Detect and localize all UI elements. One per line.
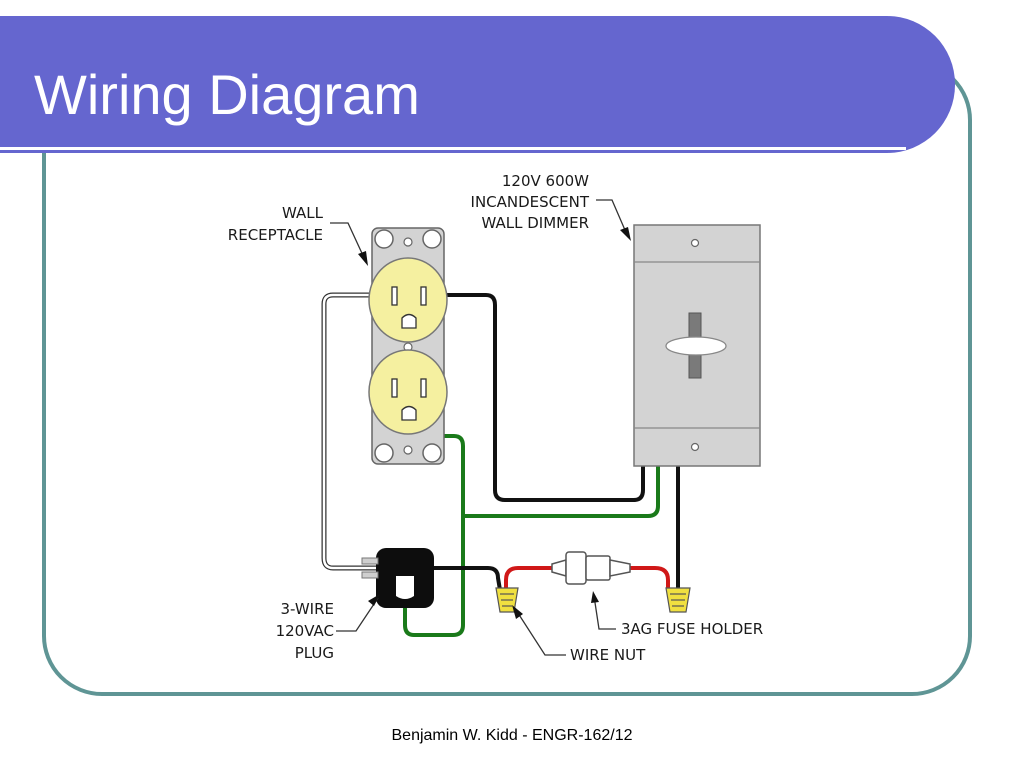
hot-wire xyxy=(432,293,680,591)
label-dimmer-line1: 120V 600W xyxy=(502,172,589,190)
wire-nut-right xyxy=(665,587,691,613)
slide-title: Wiring Diagram xyxy=(34,63,420,126)
fuse-holder xyxy=(551,551,631,585)
label-plug-line1: 3-WIRE xyxy=(280,600,334,618)
three-wire-plug xyxy=(361,548,434,608)
label-wall-receptacle-line2: RECEPTACLE xyxy=(228,226,323,244)
label-wall-receptacle-line1: WALL xyxy=(282,204,324,222)
callout-arrowheads xyxy=(358,227,631,619)
fused-wire xyxy=(504,566,670,590)
title-bar: Wiring Diagram xyxy=(0,16,955,153)
neutral-wire xyxy=(321,292,378,571)
label-wire-nut: WIRE NUT xyxy=(570,646,646,664)
title-underline xyxy=(0,147,906,150)
label-fuse-holder: 3AG FUSE HOLDER xyxy=(621,620,763,638)
label-plug-line3: PLUG xyxy=(295,644,334,662)
ground-wire xyxy=(403,434,660,637)
wall-receptacle xyxy=(368,227,448,465)
label-dimmer-line2: INCANDESCENT xyxy=(471,193,590,211)
slide-footer: Benjamin W. Kidd - ENGR-162/12 xyxy=(391,727,633,744)
label-dimmer-line3: WALL DIMMER xyxy=(481,214,589,232)
label-plug-line2: 120VAC xyxy=(276,622,334,640)
wall-dimmer xyxy=(633,224,761,467)
callout-lines xyxy=(330,199,629,656)
